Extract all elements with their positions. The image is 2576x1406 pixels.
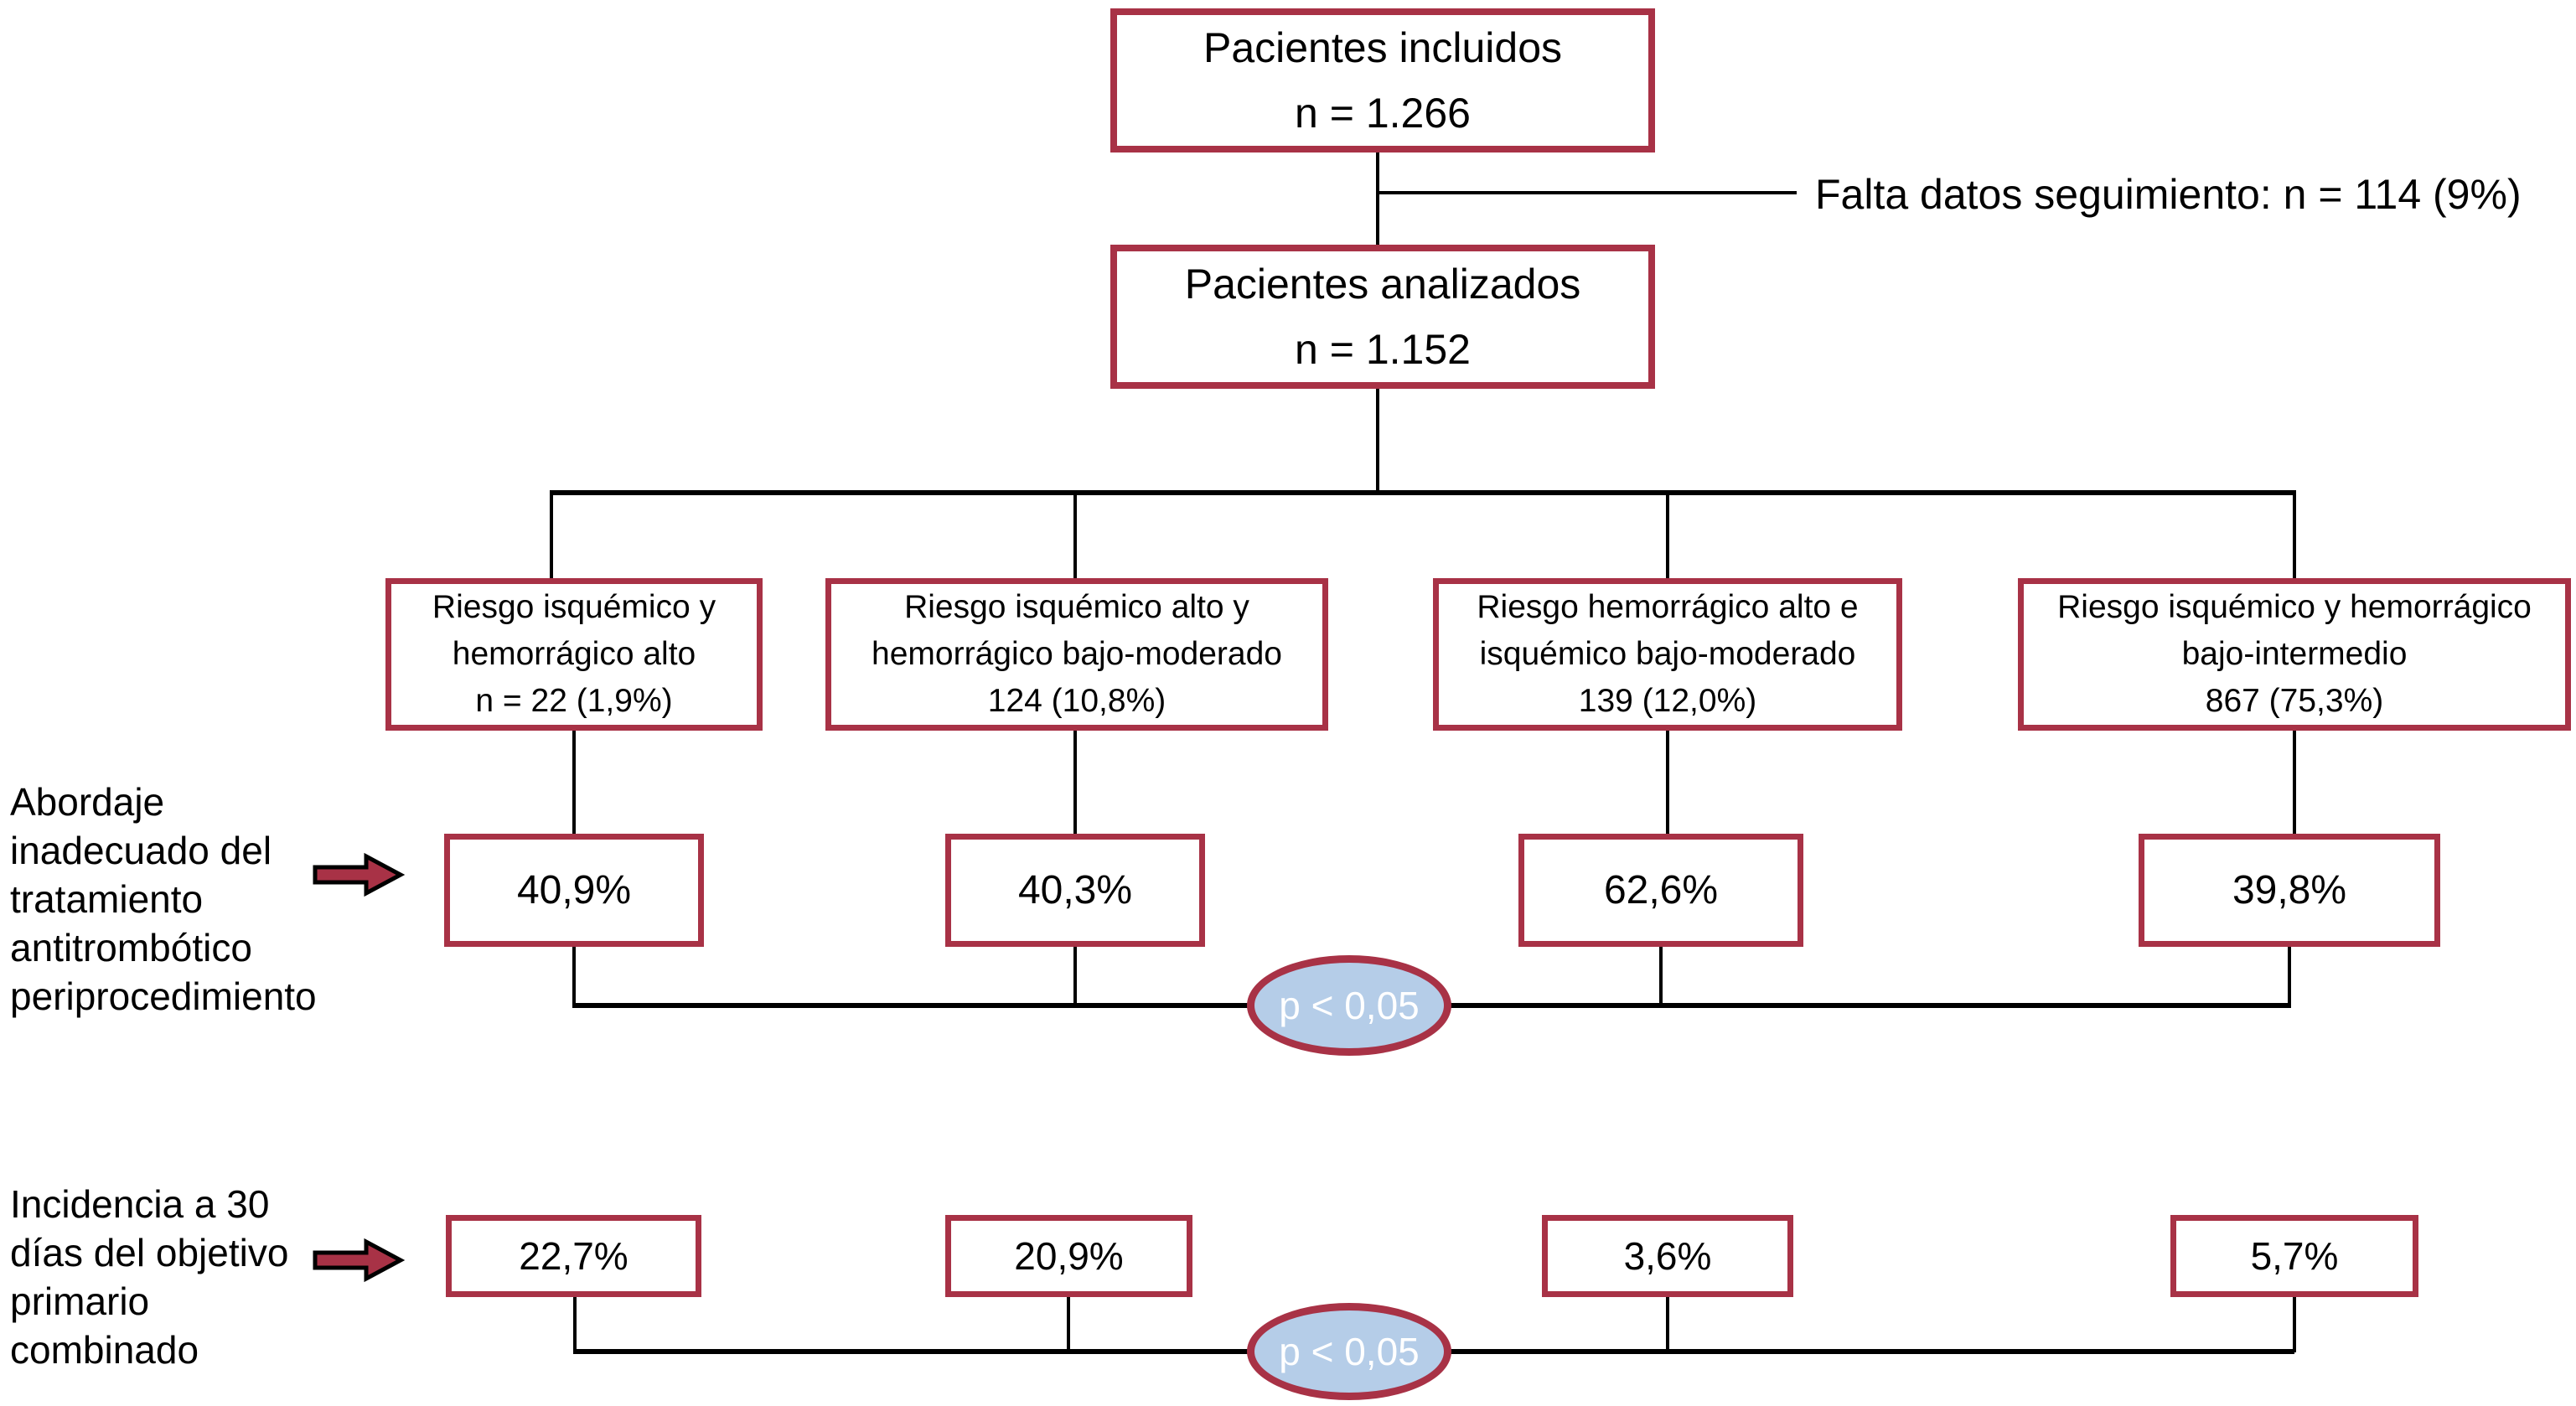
row2-value-4: 5,7% bbox=[2250, 1234, 2339, 1278]
branch-count: 124 (10,8%) bbox=[987, 683, 1166, 719]
row1-value-box-1: 40,9% bbox=[444, 834, 704, 947]
branch-box-low-ischemic-low-bleeding: Riesgo isquémico y hemorrágico bajo-inte… bbox=[2018, 578, 2571, 731]
row1-value-4: 39,8% bbox=[2232, 868, 2347, 912]
branch-box-high-ischemic-high-bleeding: Riesgo isquémico y hemorrágico alto n = … bbox=[385, 578, 763, 731]
row2-value-1: 22,7% bbox=[519, 1234, 628, 1278]
branch-text-line: bajo-intermedio bbox=[2181, 636, 2408, 672]
connector-line bbox=[1666, 495, 1669, 578]
row2-value-box-2: 20,9% bbox=[945, 1215, 1192, 1297]
branch-count: n = 22 (1,9%) bbox=[475, 683, 673, 719]
analyzed-patients-count: n = 1.152 bbox=[1295, 326, 1471, 373]
connector-line bbox=[1376, 389, 1379, 493]
connector-line bbox=[1067, 1297, 1070, 1352]
row2-value-3: 3,6% bbox=[1623, 1234, 1712, 1278]
connector-line bbox=[1073, 947, 1077, 1005]
connector-line bbox=[2293, 731, 2296, 834]
connector-line bbox=[1666, 731, 1669, 834]
connector-line bbox=[1659, 947, 1663, 1005]
connector-line bbox=[572, 731, 576, 834]
branch-text-line: hemorrágico alto bbox=[452, 636, 696, 672]
connector-line bbox=[2293, 495, 2296, 578]
row2-label-line: combinado bbox=[10, 1328, 199, 1372]
included-patients-title: Pacientes incluidos bbox=[1203, 24, 1563, 71]
row1-label-line: periprocedimiento bbox=[10, 974, 317, 1018]
analyzed-patients-box: Pacientes analizados n = 1.152 bbox=[1110, 245, 1655, 389]
row1-value-box-2: 40,3% bbox=[945, 834, 1205, 947]
connector-line bbox=[573, 1297, 577, 1352]
row1-value-2: 40,3% bbox=[1017, 868, 1133, 912]
row2-value-box-3: 3,6% bbox=[1542, 1215, 1793, 1297]
branch-count: 867 (75,3%) bbox=[2205, 683, 2384, 719]
row1-value-1: 40,9% bbox=[516, 868, 632, 912]
connector-line bbox=[1376, 152, 1379, 245]
row1-label-line: tratamiento bbox=[10, 877, 204, 921]
connector-line bbox=[1666, 1297, 1669, 1352]
branch-text-line: isquémico bajo-moderado bbox=[1479, 636, 1856, 672]
branch-box-high-bleeding-low-ischemic: Riesgo hemorrágico alto e isquémico bajo… bbox=[1433, 578, 1902, 731]
row2-label-line: primario bbox=[10, 1279, 150, 1323]
row2-pvalue-ellipse: p < 0,05 bbox=[1247, 1303, 1451, 1400]
branch-text-line: Riesgo hemorrágico alto e bbox=[1477, 589, 1859, 625]
row2-pvalue: p < 0,05 bbox=[1279, 1330, 1420, 1373]
row1-label-line: Abordaje bbox=[10, 780, 165, 824]
branch-box-high-ischemic-low-bleeding: Riesgo isquémico alto y hemorrágico bajo… bbox=[825, 578, 1328, 731]
row1-label-line: antitrombótico bbox=[10, 926, 252, 969]
connector-line bbox=[2288, 947, 2291, 1005]
connector-line bbox=[1073, 495, 1077, 578]
row1-pvalue-ellipse: p < 0,05 bbox=[1247, 955, 1451, 1056]
row2-label-line: días del objetivo bbox=[10, 1231, 289, 1274]
row2-value-box-1: 22,7% bbox=[446, 1215, 701, 1297]
connector-line bbox=[572, 947, 576, 1005]
branch-count: 139 (12,0%) bbox=[1578, 683, 1757, 719]
row2-label: Incidencia a 30 días del objetivo primar… bbox=[10, 1180, 349, 1374]
row1-value-box-3: 62,6% bbox=[1518, 834, 1803, 947]
connector-line bbox=[1378, 191, 1797, 194]
branch-text-line: hemorrágico bajo-moderado bbox=[872, 636, 1282, 672]
included-patients-box: Pacientes incluidos n = 1.266 bbox=[1110, 8, 1655, 152]
included-patients-count: n = 1.266 bbox=[1295, 90, 1471, 137]
row1-value-box-4: 39,8% bbox=[2139, 834, 2440, 947]
block-arrow-icon bbox=[313, 852, 405, 897]
row1-label-line: inadecuado del bbox=[10, 829, 272, 872]
branch-text-line: Riesgo isquémico alto y bbox=[904, 589, 1249, 625]
connector-line bbox=[1073, 731, 1077, 834]
row1-label: Abordaje inadecuado del tratamiento anti… bbox=[10, 778, 349, 1021]
branch-text-line: Riesgo isquémico y bbox=[432, 589, 716, 625]
row1-value-3: 62,6% bbox=[1603, 868, 1719, 912]
branch-text-line: Riesgo isquémico y hemorrágico bbox=[2057, 589, 2532, 625]
exclusion-note: Falta datos seguimiento: n = 114 (9%) bbox=[1815, 171, 2522, 218]
block-arrow-icon bbox=[313, 1238, 405, 1283]
analyzed-patients-title: Pacientes analizados bbox=[1184, 261, 1581, 308]
row1-pvalue: p < 0,05 bbox=[1279, 984, 1420, 1027]
row2-label-line: Incidencia a 30 bbox=[10, 1182, 270, 1226]
branch-rail-line bbox=[550, 490, 2296, 495]
connector-line bbox=[550, 495, 553, 578]
row2-value-box-4: 5,7% bbox=[2170, 1215, 2418, 1297]
connector-line bbox=[2293, 1297, 2296, 1352]
row2-value-2: 20,9% bbox=[1014, 1234, 1124, 1278]
